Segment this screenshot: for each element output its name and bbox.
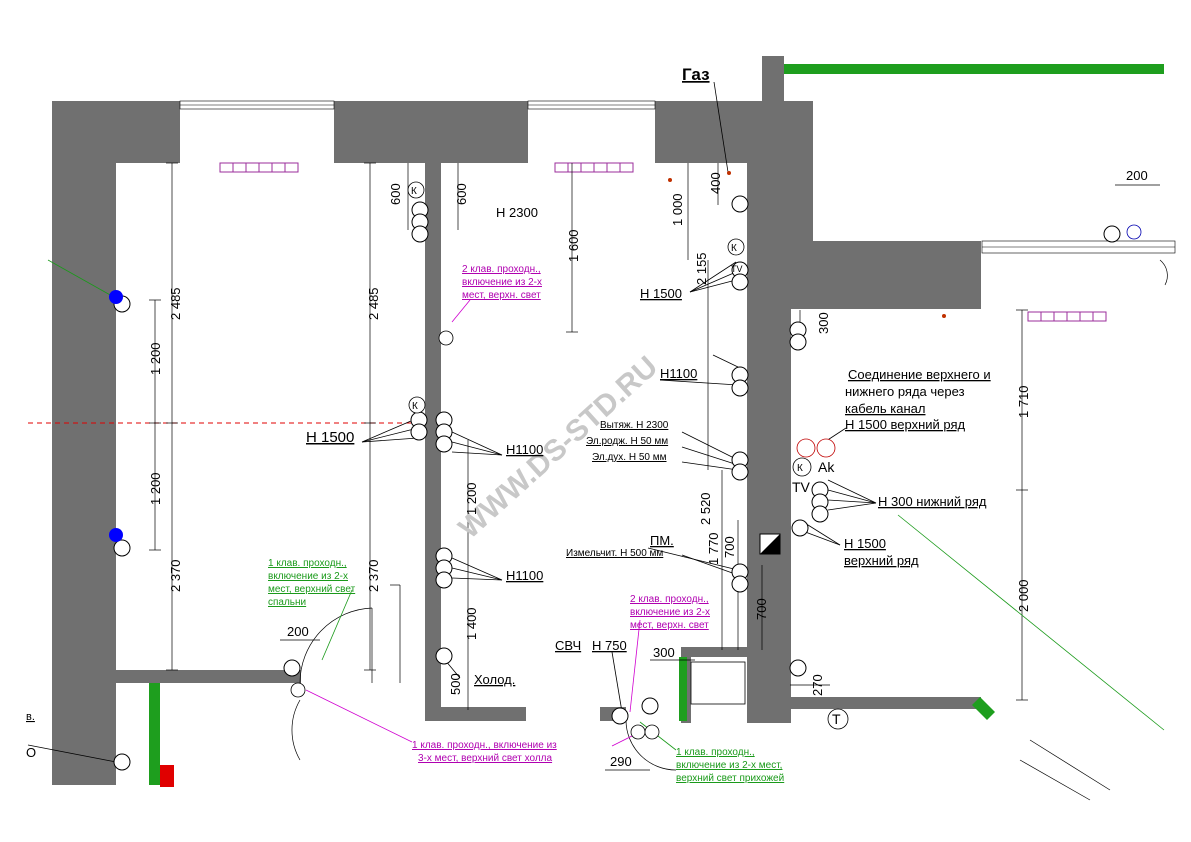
h1100-b-label: H1100 [506, 568, 543, 583]
h1500-verkh-label-2: верхний ряд [844, 553, 919, 568]
dim-1000: 1 000 [670, 193, 685, 226]
note-two-key-2: 2 клав. проходн., включение из 2-х мест,… [630, 594, 710, 631]
dim-2370a: 2 370 [168, 559, 183, 592]
labels: Газ H 2300 H 1500 H 1500 H1100 H1100 H11… [26, 65, 991, 760]
radiators [219, 162, 1107, 322]
door-swings [291, 259, 1168, 801]
tv-mark-2: TV [792, 479, 811, 495]
note-hallway-line-3: верхний свет прихожей [676, 773, 784, 784]
tv-mark-1: TV [731, 264, 743, 274]
dim-2370b: 2 370 [366, 559, 381, 592]
soed-line-2: нижнего ряда через [845, 384, 965, 399]
note-hall-line-2: 3-х мест, верхний свет холла [418, 753, 553, 764]
h2300-label: H 2300 [496, 205, 538, 220]
note-two-key-1-line-1: 2 клав. проходн., [462, 264, 541, 275]
h750-label: H 750 [592, 638, 627, 653]
vytyazh-label: Вытяж. H 2300 [600, 420, 669, 431]
dim-2485b: 2 485 [366, 287, 381, 320]
edge-o-label: О [26, 745, 36, 760]
walls [52, 56, 981, 785]
leader-lines [27, 81, 877, 763]
dim-1710: 1 710 [1016, 385, 1031, 418]
dim-2520: 2 520 [698, 492, 713, 525]
dim-600b: 600 [454, 183, 469, 205]
h1500-verkh-label-1: H 1500 [844, 536, 886, 551]
svch-label: СВЧ [555, 638, 581, 653]
izmelchit-label: Измельчит. H 500 мм [566, 548, 663, 559]
blue-marker-lower [109, 528, 123, 542]
note-one-key-hall: 1 клав. проходн., включение из 3-х мест,… [412, 740, 557, 764]
k-mark-1: К [411, 186, 417, 197]
t-mark: Т [832, 711, 841, 727]
ak-mark: Ak [818, 459, 835, 475]
niche [690, 661, 746, 705]
soed-line-3: кабель канал [845, 401, 925, 416]
note-bedroom-line-3: мест, верхний свет [268, 584, 356, 595]
dim-1200b: 1 200 [148, 472, 163, 505]
dim-200b: 200 [1126, 168, 1148, 183]
dim-500: 500 [448, 673, 463, 695]
dim-2000: 2 000 [1016, 579, 1031, 612]
dimension-texts: 2 485 1 200 1 200 2 370 600 2 485 2 370 … [148, 168, 1148, 769]
dim-200a: 200 [287, 624, 309, 639]
note-one-key-bedroom: 1 клав. проходн., включение из 2-х мест,… [268, 558, 356, 608]
socket-letters: К К К TV К TV Ak Т [407, 181, 849, 730]
kholod-label: Холод. [474, 672, 515, 687]
note-two-key-1-line-2: включение из 2-х [462, 277, 542, 288]
note-hallway-line-1: 1 клав. проходн., [676, 747, 755, 758]
green-walls [149, 64, 1164, 785]
dim-1770: 1 770 [706, 532, 721, 565]
dim-290: 290 [610, 754, 632, 769]
windows [179, 100, 1176, 254]
switches [290, 224, 1142, 740]
el-podzh-label: Эл.родж. H 50 мм [586, 436, 668, 447]
dim-1200a: 1 200 [148, 342, 163, 375]
note-one-key-hallway: 1 клав. проходн., включение из 2-х мест,… [676, 747, 784, 784]
note-two-key-2-line-2: включение из 2-х [630, 607, 710, 618]
dimension-lines [149, 162, 1160, 771]
note-bedroom-line-4: спальни [268, 597, 306, 608]
dim-700b: 700 [754, 598, 769, 620]
el-dukh-label: Эл.дух. H 50 мм [592, 452, 667, 463]
panel-square [759, 533, 781, 555]
dim-1600: 1 600 [566, 229, 581, 262]
red-box [160, 765, 174, 787]
note-bedroom-line-2: включение из 2-х [268, 571, 348, 582]
note-bedroom-line-1: 1 клав. проходн., [268, 558, 347, 569]
soed-line-1: Соединение верхнего и [848, 367, 991, 382]
h1500-left-label: H 1500 [306, 429, 354, 446]
dim-400: 400 [708, 172, 723, 194]
dim-2485a: 2 485 [168, 287, 183, 320]
note-two-key-2-line-3: мест, верхн. свет [630, 620, 709, 631]
soed-line-4: H 1500 верхний ряд [845, 417, 966, 432]
dim-1200c: 1 200 [464, 482, 479, 515]
dim-1400: 1 400 [464, 607, 479, 640]
h1500-center-label: H 1500 [640, 286, 682, 301]
note-two-key-1-line-3: мест, верхн. свет [462, 290, 541, 301]
edge-v-label: в. [26, 711, 35, 723]
h300-nizhniy-label: H 300 нижний ряд [878, 494, 987, 509]
note-hallway-line-2: включение из 2-х мест, [676, 760, 782, 771]
k-mark-4: К [797, 463, 803, 474]
gas-label: Газ [682, 65, 710, 84]
sockets [113, 195, 1121, 771]
dim-300b: 300 [653, 645, 675, 660]
k-mark-2: К [412, 401, 418, 412]
dim-600a: 600 [388, 183, 403, 205]
note-hall-line-1: 1 клав. проходн., включение из [412, 740, 557, 751]
h1100-c-label: H1100 [660, 366, 697, 381]
dim-270: 270 [810, 674, 825, 696]
blue-marker-upper [109, 290, 123, 304]
dim-2155: 2 155 [694, 252, 709, 285]
note-two-key-1: 2 клав. проходн., включение из 2-х мест,… [462, 264, 542, 301]
dim-700a: 700 [722, 536, 737, 558]
watermark: WWW.DS-STD.RU [453, 350, 665, 545]
h1100-a-label: H1100 [506, 442, 543, 457]
note-two-key-2-line-1: 2 клав. проходн., [630, 594, 709, 605]
k-mark-3: К [731, 243, 737, 254]
pm-label: ПМ. [650, 533, 674, 548]
dim-300a: 300 [816, 312, 831, 334]
